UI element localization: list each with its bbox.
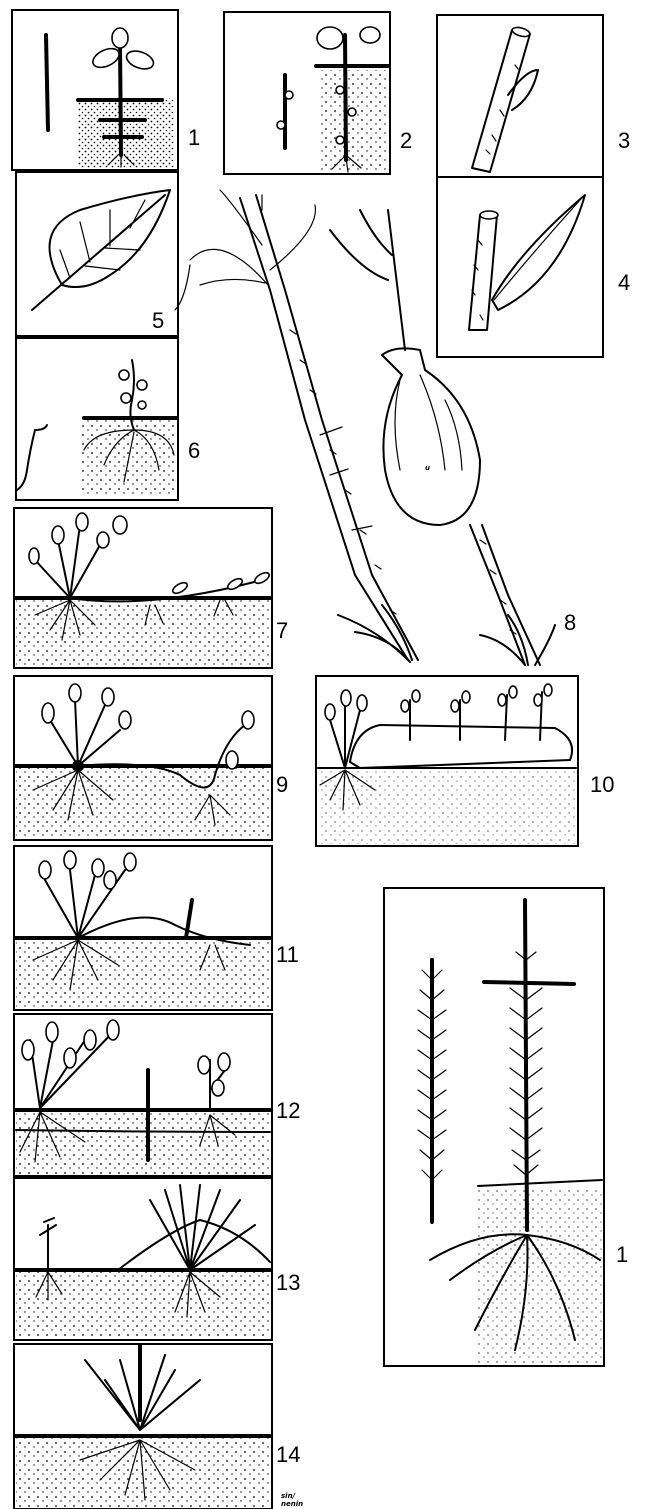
new-shoots [410, 692, 542, 740]
soil-mound [350, 725, 572, 768]
parent-plant [35, 525, 100, 598]
stool-plant [40, 1218, 56, 1270]
panel-label-8: 8 [564, 610, 576, 635]
stem-right [388, 210, 405, 350]
planted-conifer [525, 900, 527, 1230]
panel-label-2: 2 [400, 128, 412, 153]
soil-stipple [478, 1188, 602, 1363]
panel-1-hardwood-cutting [12, 10, 178, 170]
artist-signature: sin/ [281, 1492, 297, 1500]
panel-7-runners [14, 508, 272, 668]
soil-stipple [16, 600, 270, 666]
panel-label-14: 14 [276, 1442, 300, 1467]
panel-6-root-cutting [16, 338, 178, 500]
leaf [90, 45, 122, 71]
panel-label-6: 6 [188, 438, 200, 463]
panel-14-crown-division [14, 1344, 272, 1509]
cut-mark [484, 982, 574, 984]
panel-2-leafy-cutting [224, 12, 390, 174]
parent-plant [30, 1030, 115, 1108]
clump-shoots [85, 1355, 200, 1430]
layering-pouch [382, 348, 480, 525]
planted-cutting [345, 35, 346, 160]
panel-3-bud-stick [437, 15, 603, 177]
panel-9-simple-layering [14, 676, 272, 840]
shoots [150, 1185, 255, 1270]
svg-text:nenin: nenin [281, 1500, 303, 1508]
panel-label-12: 12 [276, 1098, 300, 1123]
parent-plant [50, 700, 120, 766]
panel-label-1: 1 [188, 125, 200, 150]
panel-label-4: 4 [618, 270, 630, 295]
panel-10-trench-layering [316, 676, 578, 846]
soil-stipple [16, 768, 270, 838]
panel-label-11: 11 [276, 942, 299, 967]
panel-4-budding [437, 177, 603, 357]
panel-label-13: 13 [276, 1270, 300, 1295]
leaf-midrib [32, 195, 165, 310]
soil-stipple [80, 420, 176, 496]
svg-text:u: u [425, 464, 430, 472]
cutting-stick [46, 35, 48, 130]
leaf [124, 48, 156, 73]
panel-label-5: 5 [152, 308, 164, 333]
root-piece [17, 425, 47, 490]
panel-label-9: 9 [276, 772, 288, 797]
bud-shield [508, 70, 538, 110]
panel-8-air-layering: u [175, 190, 555, 665]
panel-13-mound-layering [14, 1178, 272, 1340]
leaf [360, 27, 380, 43]
soil-stipple [318, 70, 386, 170]
leaf [317, 27, 343, 49]
stem-base [470, 525, 525, 665]
panel-15-conifer-cutting [384, 888, 604, 1366]
panel-label-10: 10 [590, 772, 614, 797]
leaf [112, 28, 128, 48]
ground-line [478, 1180, 602, 1186]
panel-label-7: 7 [276, 618, 288, 643]
shoot [472, 30, 530, 172]
panel-label-3: 3 [618, 128, 630, 153]
leaf [492, 195, 585, 310]
panel-11-tip-layering [14, 846, 272, 1010]
panel-label-15: 1 [616, 1242, 628, 1267]
panel-12-division [14, 1014, 272, 1176]
soil-stipple [318, 770, 576, 844]
stock [469, 215, 497, 330]
